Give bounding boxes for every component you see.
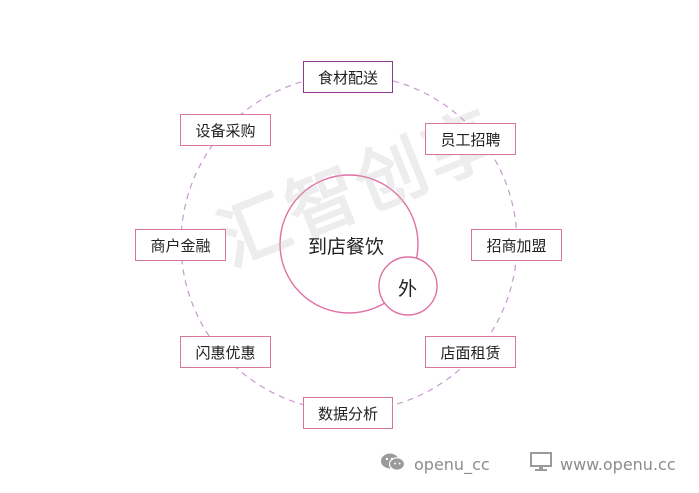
node-franchise: 招商加盟 [471, 229, 562, 261]
node-merchant-finance: 商户金融 [135, 229, 226, 261]
node-flash-deals: 闪惠优惠 [180, 336, 271, 368]
node-food-delivery: 食材配送 [303, 61, 393, 93]
sub-circle [378, 256, 438, 316]
node-store-rent: 店面租赁 [425, 336, 516, 368]
footer-wechat: openu_cc [380, 452, 490, 476]
wechat-icon [380, 452, 406, 476]
footer-wechat-text: openu_cc [414, 454, 490, 474]
footer-website: www.openu.cc [530, 452, 676, 476]
node-data-analysis: 数据分析 [303, 397, 393, 429]
footer-website-text: www.openu.cc [560, 454, 676, 474]
monitor-icon [530, 452, 552, 476]
center-label: 到店餐饮 [308, 236, 385, 258]
node-staff-recruit: 员工招聘 [425, 123, 516, 155]
node-equipment-purchase: 设备采购 [180, 114, 271, 146]
sub-label: 外 [398, 278, 418, 300]
